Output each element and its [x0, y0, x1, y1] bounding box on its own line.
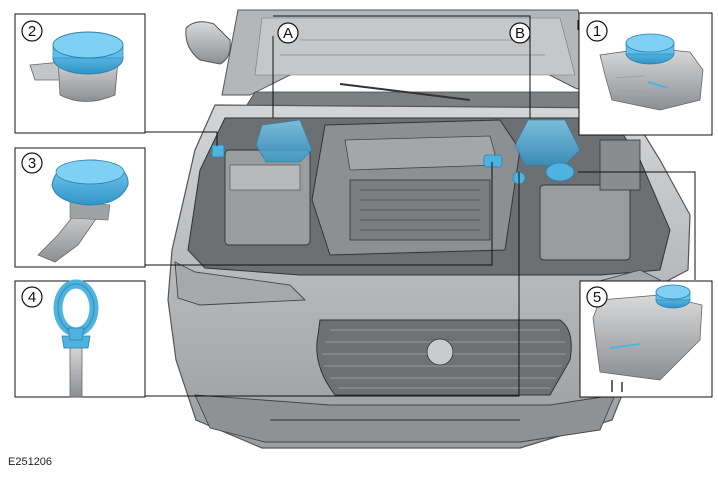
- lower-bumper: [194, 394, 616, 443]
- leader-lines: [145, 15, 696, 397]
- bay-cap-3: [483, 154, 503, 168]
- callout-5: 5: [586, 286, 608, 308]
- callout-b-label: B: [515, 25, 525, 42]
- bay-cap-2: [211, 144, 225, 158]
- car-illustration: [167, 9, 691, 449]
- callout-2-label: 2: [28, 23, 36, 40]
- detail-box-3: [14, 147, 146, 268]
- front-badge: [426, 338, 454, 366]
- left-mirror: [185, 21, 231, 65]
- callout-1-label: 1: [593, 23, 601, 40]
- figure-reference-code: E251206: [8, 456, 53, 468]
- callout-a-label: A: [283, 25, 293, 42]
- callout-4: 4: [21, 286, 43, 308]
- callout-3: 3: [21, 152, 43, 174]
- callout-b: B: [509, 22, 531, 44]
- callout-1: 1: [586, 20, 608, 42]
- callout-2: 2: [21, 20, 43, 42]
- callout-5-label: 5: [593, 289, 601, 306]
- bay-reservoir-a: [255, 119, 313, 163]
- callout-a: A: [277, 22, 299, 44]
- callout-3-label: 3: [28, 155, 36, 172]
- bay-cap-5: [545, 162, 575, 182]
- detail-box-4: [14, 279, 146, 398]
- left-headlight: [174, 261, 307, 306]
- callout-4-label: 4: [28, 289, 36, 306]
